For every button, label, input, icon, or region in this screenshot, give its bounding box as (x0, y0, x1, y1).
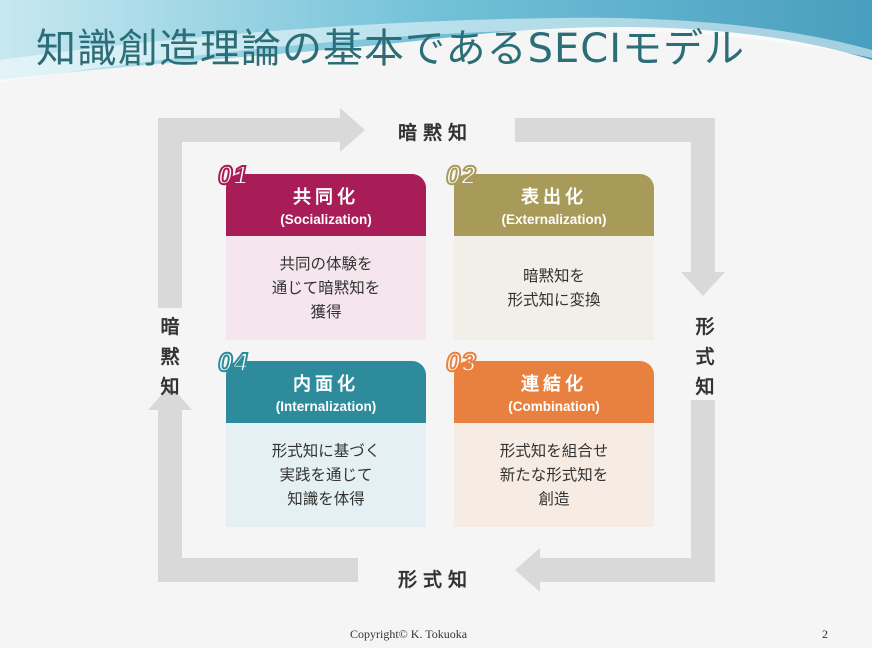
card-title: 連結化 (521, 374, 587, 395)
cycle-arrows (148, 108, 725, 592)
card-header: 02 表出化 (Externalization) (445, 159, 654, 236)
arrow-right-upper-bar (691, 118, 715, 278)
card-internalization: 04 内面化 (Internalization) 形式知に基づく 実践を通じて … (217, 346, 426, 527)
arrow-left-up-head (148, 385, 192, 410)
card-description: 形式知を組合せ 新たな形式知を 創造 (454, 423, 654, 527)
slide-title: 知識創造理論の基本であるSECIモデル (36, 26, 745, 72)
arrow-top-right-bar (515, 118, 715, 142)
card-number: 03 (445, 346, 477, 378)
card-externalization: 02 表出化 (Externalization) 暗黙知を 形式知に変換 (445, 159, 654, 340)
card-number: 04 (217, 346, 249, 378)
copyright-footer: Copyright© K. Tokuoka (350, 627, 468, 641)
arrow-bottom-left-bar (158, 558, 358, 582)
card-title: 共同化 (293, 187, 359, 208)
page-number: 2 (822, 627, 828, 641)
axis-label-left: 暗黙知 (160, 316, 180, 398)
arrow-left-upper-bar (158, 118, 182, 308)
card-combination: 03 連結化 (Combination) 形式知を組合せ 新たな形式知を 創造 (445, 346, 654, 527)
arrow-top-left-head (340, 108, 365, 152)
card-description: 暗黙知を 形式知に変換 (454, 236, 654, 340)
card-subtitle: (Internalization) (275, 399, 377, 414)
axis-label-bottom: 形式知 (398, 569, 474, 591)
card-description: 共同の体験を 通じて暗黙知を 獲得 (226, 236, 426, 340)
card-number: 01 (217, 159, 249, 191)
axis-label-right: 形式知 (695, 316, 715, 398)
arrow-bottom-right-bar (535, 558, 715, 582)
card-header: 01 共同化 (Socialization) (217, 159, 426, 236)
card-socialization: 01 共同化 (Socialization) 共同の体験を 通じて暗黙知を 獲得 (217, 159, 426, 340)
arrow-bottom-right-head (515, 548, 540, 592)
arrow-right-down-head (681, 272, 725, 296)
card-title: 内面化 (293, 374, 359, 395)
header-wave-highlight (0, 17, 872, 83)
axis-label-top: 暗黙知 (398, 122, 474, 144)
card-number: 02 (445, 159, 477, 191)
arrow-right-lower-bar (691, 400, 715, 582)
arrow-top-left-bar (158, 118, 348, 142)
card-header: 04 内面化 (Internalization) (217, 346, 426, 423)
card-subtitle: (Combination) (508, 399, 600, 414)
card-title: 表出化 (521, 187, 587, 208)
card-description: 形式知に基づく 実践を通じて 知識を体得 (226, 423, 426, 527)
arrow-left-lower-bar (158, 405, 182, 582)
card-header: 03 連結化 (Combination) (445, 346, 654, 423)
card-subtitle: (Externalization) (501, 212, 607, 227)
card-subtitle: (Socialization) (280, 212, 372, 227)
